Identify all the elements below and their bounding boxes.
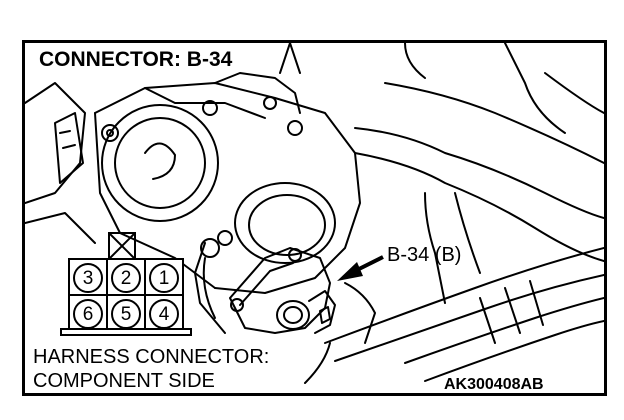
pin-6: 6 [73,299,103,329]
engine-illustration [25,43,604,384]
pin-1: 1 [149,263,179,293]
figure-code: AK300408AB [444,376,544,393]
caption-component-side: COMPONENT SIDE [33,371,219,391]
pin-5: 5 [111,299,141,329]
caption-harness-connector: HARNESS CONNECTOR: [33,347,274,367]
diagram-frame: CONNECTOR: B-34 B-34 (B) 3 2 1 6 5 4 HAR… [22,40,607,396]
callout-arrow [337,255,384,281]
connector-title: CONNECTOR: B-34 [39,49,237,72]
callout-label: B-34 (B) [387,244,462,266]
pin-3: 3 [73,263,103,293]
pin-2: 2 [111,263,141,293]
pin-4: 4 [149,299,179,329]
